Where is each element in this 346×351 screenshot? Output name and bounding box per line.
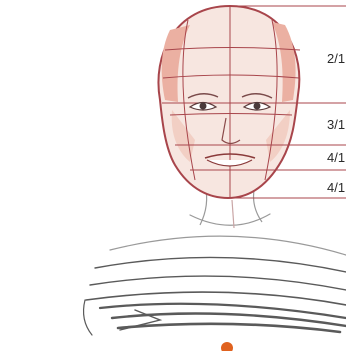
proportion-labels: 2/1 3/1 4/1 4/1: [327, 51, 345, 195]
stripe-2: [90, 276, 346, 290]
label-3-1: 3/1: [327, 117, 345, 132]
neck-mid: [232, 200, 234, 228]
stripe-6: [118, 324, 340, 332]
collar-line: [110, 236, 346, 255]
sleeve-left: [84, 300, 92, 335]
stripe-3: [86, 292, 346, 305]
stripe-1: [95, 257, 346, 272]
orange-dot: [221, 342, 233, 351]
head: [158, 6, 346, 198]
label-2-1: 2/1: [327, 51, 345, 66]
shirt: [84, 214, 346, 335]
label-4-1-b: 4/1: [327, 180, 345, 195]
label-4-1-a: 4/1: [327, 150, 345, 165]
